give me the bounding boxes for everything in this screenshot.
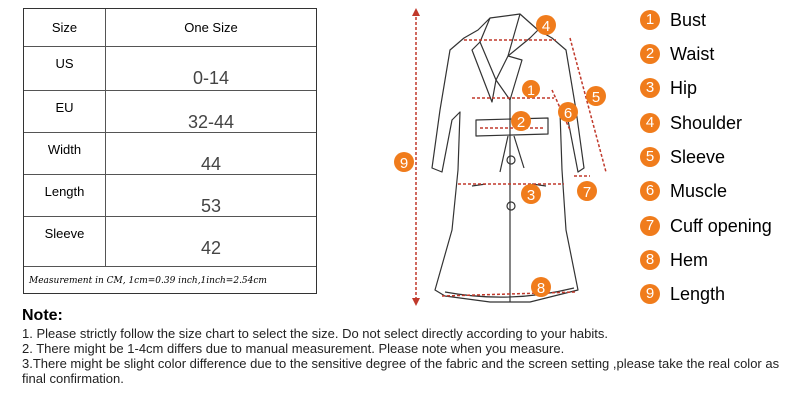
svg-text:6: 6 (564, 105, 572, 122)
size-table: Size One Size US 0-14 EU 32-44 Width 44 … (23, 8, 317, 294)
legend-label: Sleeve (670, 147, 726, 167)
svg-text:5: 5 (592, 89, 600, 106)
number-badge: 3 (640, 78, 660, 98)
marker-5: 5 (586, 86, 606, 106)
row-label: EU (24, 91, 106, 132)
row-value: 44 (200, 154, 222, 174)
svg-text:9: 9 (400, 155, 408, 172)
marker-4: 4 (536, 15, 556, 35)
number-badge: 6 (640, 181, 660, 201)
row-label: US (24, 47, 106, 90)
coat-diagram: 4 1 5 6 2 9 7 3 8 (380, 0, 620, 312)
table-row: US 0-14 (24, 47, 316, 91)
row-label: Width (24, 133, 106, 174)
notes-section: Note: 1. Please strictly follow the size… (22, 306, 792, 386)
marker-2: 2 (511, 111, 531, 131)
number-badge: 5 (640, 147, 660, 167)
markers: 4 1 5 6 2 9 7 3 8 (394, 15, 606, 297)
number-badge: 1 (640, 10, 660, 30)
marker-8: 8 (531, 277, 551, 297)
number-badge: 8 (640, 250, 660, 270)
row-value: 32-44 (187, 112, 235, 132)
table-row: Width 44 (24, 133, 316, 175)
legend-label: Shoulder (670, 113, 743, 133)
size-header-value: One Size (184, 20, 238, 35)
row-value: 0-14 (192, 68, 230, 88)
svg-text:2: 2 (517, 114, 525, 131)
svg-text:1: 1 (527, 82, 535, 98)
svg-text:3: 3 (527, 187, 535, 204)
arrow-heads (412, 8, 420, 306)
note-line: 3.There might be slight color difference… (22, 356, 780, 386)
size-header-label: Size (24, 9, 106, 46)
size-table-header: Size One Size (24, 9, 316, 47)
marker-6: 6 (558, 102, 578, 122)
svg-text:8: 8 (537, 280, 545, 297)
coat-outline (431, 13, 585, 303)
legend-label: Length (670, 284, 726, 304)
legend-label: Waist (670, 44, 715, 64)
legend-label: Muscle (670, 181, 728, 201)
row-label: Length (24, 175, 106, 216)
notes-title: Note: (22, 307, 63, 324)
marker-3: 3 (521, 184, 541, 204)
row-label: Sleeve (24, 217, 106, 266)
svg-text:7: 7 (583, 184, 591, 201)
table-row: EU 32-44 (24, 91, 316, 133)
note-line: 2. There might be 1-4cm differs due to m… (22, 341, 565, 356)
row-value: 42 (200, 238, 222, 258)
marker-1: 1 (522, 80, 540, 98)
table-row: Length 53 (24, 175, 316, 217)
svg-text:4: 4 (542, 18, 550, 35)
measurement-lines (415, 12, 607, 304)
table-row: Sleeve 42 (24, 217, 316, 267)
number-badge: 7 (640, 216, 660, 236)
note-line: 1. Please strictly follow the size chart… (22, 326, 608, 341)
marker-7: 7 (577, 181, 597, 201)
number-badge: 4 (640, 113, 660, 133)
hem-line (441, 291, 577, 297)
coat-illustration: 4 1 5 6 2 9 7 3 8 (394, 8, 607, 306)
measurement-note: Measurement in CM, 1cm=0.39 inch,1inch=2… (29, 276, 267, 286)
legend-label: Hip (670, 78, 698, 98)
legend-label: Cuff opening (670, 216, 772, 236)
sleeve-line (569, 37, 607, 173)
marker-9: 9 (394, 152, 414, 172)
number-badge: 9 (640, 284, 660, 304)
legend-label: Hem (670, 250, 709, 270)
legend-label: Bust (670, 10, 707, 30)
row-value: 53 (200, 196, 222, 216)
number-badge: 2 (640, 44, 660, 64)
